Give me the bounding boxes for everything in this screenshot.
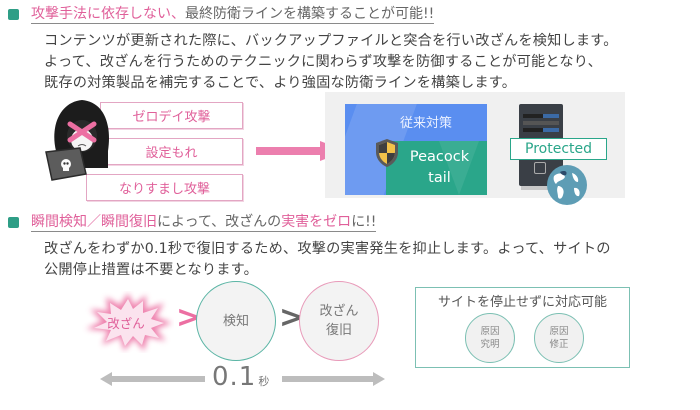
no-downtime-box: サイトを停止せずに対応可能 原因 究明 原因 修正 <box>415 287 630 368</box>
bullet-marker-icon <box>8 216 19 228</box>
circle-label-line1: 原因 <box>480 326 500 337</box>
section1-heading-text: 攻撃手法に依存しない、最終防衛ラインを構築することが可能!! <box>31 5 435 24</box>
hooded-hacker-icon <box>45 100 109 181</box>
restore-label-line2: 復旧 <box>325 323 352 338</box>
root-cause-fix-circle: 原因 修正 <box>534 313 584 363</box>
restore-label-line1: 改ざん <box>319 304 359 319</box>
paragraph-line: 公開停止措置は不要となります。 <box>44 262 258 278</box>
heading-highlight: 実害をゼロ <box>281 213 352 230</box>
tamper-burst-icon <box>86 293 172 351</box>
attack-label: ゼロデイ攻撃 <box>132 110 211 125</box>
section1-heading: 攻撃手法に依存しない、最終防衛ラインを構築することが可能!! <box>8 3 435 25</box>
heading-highlight: 攻撃手法に依存しない、 <box>31 5 185 22</box>
attack-label: 設定もれ <box>145 146 198 161</box>
circle-label-line2: 究明 <box>480 339 500 350</box>
detect-label: 検知 <box>222 313 249 329</box>
root-cause-analysis-circle: 原因 究明 <box>465 313 515 363</box>
time-number: 0.1 <box>212 362 257 392</box>
section2-heading-text: 瞬間検知／瞬間復旧によって、改ざんの実害をゼロに!! <box>31 213 377 232</box>
attack-spoofing: なりすまし攻撃 <box>86 174 243 201</box>
circle-label-line2: 修正 <box>549 339 569 350</box>
no-downtime-title: サイトを停止せずに対応可能 <box>437 295 607 310</box>
section2-paragraph: 改ざんをわずか0.1秒で復旧するため、攻撃の実害発生を抑止します。よって、サイト… <box>44 239 611 281</box>
attack-label: なりすまし攻撃 <box>118 182 210 197</box>
product-name-line2: tail <box>428 170 451 186</box>
paragraph-line: 既存の対策製品を補完することで、より強固な防衛ラインを構築します。 <box>44 75 517 91</box>
protected-badge: Protected <box>510 138 607 160</box>
peacock-tail-label: Peacock tail <box>392 147 487 189</box>
heading-rest: に!! <box>351 213 377 230</box>
attack-misconfiguration: 設定もれ <box>100 138 243 165</box>
conventional-measures-label: 従来対策 <box>399 116 452 131</box>
globe-icon <box>547 165 587 205</box>
circle-label-line1: 原因 <box>549 326 569 337</box>
heading-rest: 最終防衛ラインを構築することが可能!! <box>185 5 435 22</box>
server-base <box>521 186 565 190</box>
product-name-line1: Peacock <box>409 149 470 165</box>
heading-highlight: 瞬間検知／瞬間復旧 <box>31 213 157 230</box>
tamper-label: 改ざん <box>107 316 145 331</box>
double-arrow-icon <box>100 372 385 386</box>
shield-icon <box>376 139 398 167</box>
peacock-tail-box <box>386 141 487 195</box>
heading-rest: によって、改ざんの <box>157 213 282 230</box>
bullet-marker-icon <box>8 8 19 20</box>
paragraph-line: 改ざんをわずか0.1秒で復旧するため、攻撃の実害発生を抑止します。よって、サイト… <box>44 241 611 257</box>
paragraph-line: コンテンツが更新された際に、バックアップファイルと突合を行い改ざんを検知します。 <box>44 33 618 49</box>
section2-heading: 瞬間検知／瞬間復旧によって、改ざんの実害をゼロに!! <box>8 211 377 233</box>
detect-circle: 検知 <box>196 281 276 361</box>
paragraph-line: よって、改ざんを行うためのテクニックに関わらず攻撃を防御することが可能となり、 <box>44 54 602 70</box>
restore-circle: 改ざん 復旧 <box>299 281 379 361</box>
time-unit: 秒 <box>258 375 270 388</box>
attack-zero-day: ゼロデイ攻撃 <box>100 102 243 129</box>
section1-paragraph: コンテンツが更新された際に、バックアップファイルと突合を行い改ざんを検知します。… <box>44 31 618 94</box>
